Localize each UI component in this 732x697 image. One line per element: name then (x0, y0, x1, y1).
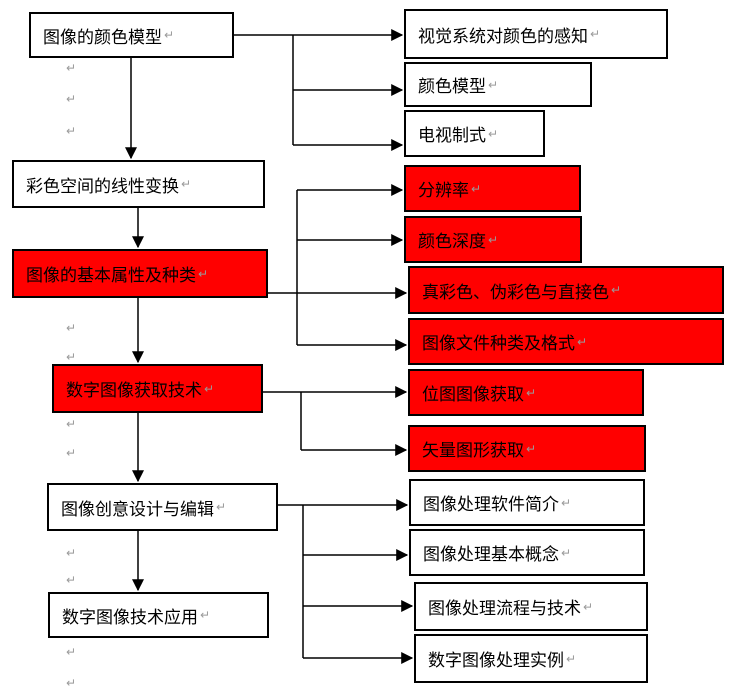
paragraph-mark-icon: ↵ (526, 385, 537, 400)
node-basic-concepts: 图像处理基本概念↵ (409, 529, 645, 576)
paragraph-mark-icon: ↵ (583, 599, 594, 614)
node-linear-transform: 彩色空间的线性变换↵ (12, 160, 265, 208)
paragraph-mark-icon: ↵ (66, 321, 77, 335)
node-image-color-model: 图像的颜色模型↵ (29, 12, 234, 58)
node-label: 矢量图形获取 (422, 441, 524, 461)
paragraph-mark-icon: ↵ (471, 181, 482, 196)
node-label: 图像文件种类及格式 (422, 334, 575, 354)
node-label: 视觉系统对颜色的感知 (418, 26, 588, 47)
node-label: 分辨率 (418, 181, 469, 201)
paragraph-mark-icon: ↵ (66, 546, 77, 560)
paragraph-mark-icon: ↵ (66, 573, 77, 587)
node-tv-system: 电视制式↵ (404, 110, 545, 157)
node-label: 图像处理软件简介 (423, 495, 559, 515)
paragraph-mark-icon: ↵ (66, 124, 77, 138)
node-design-editing: 图像创意设计与编辑↵ (47, 483, 278, 531)
node-label: 位图图像获取 (422, 385, 524, 405)
paragraph-mark-icon: ↵ (66, 676, 77, 690)
paragraph-mark-icon: ↵ (66, 350, 77, 364)
paragraph-mark-icon: ↵ (561, 545, 572, 560)
paragraph-mark-icon: ↵ (216, 500, 227, 514)
node-label: 真彩色、伪彩色与直接色 (422, 282, 609, 303)
paragraph-mark-icon: ↵ (488, 232, 499, 247)
node-software-intro: 图像处理软件简介↵ (409, 479, 645, 526)
node-label: 图像的颜色模型 (43, 27, 162, 48)
paragraph-mark-icon: ↵ (526, 441, 537, 456)
paragraph-mark-icon: ↵ (66, 446, 77, 460)
node-label: 彩色空间的线性变换 (26, 176, 179, 197)
node-label: 数字图像获取技术 (66, 381, 202, 401)
paragraph-mark-icon: ↵ (198, 266, 209, 281)
paragraph-mark-icon: ↵ (488, 77, 499, 92)
paragraph-mark-icon: ↵ (66, 417, 77, 431)
node-process-tech: 图像处理流程与技术↵ (414, 582, 648, 631)
node-label: 图像创意设计与编辑 (61, 499, 214, 520)
node-label: 图像处理流程与技术 (428, 599, 581, 619)
node-bitmap-acquisition: 位图图像获取↵ (408, 369, 644, 416)
paragraph-mark-icon: ↵ (66, 61, 77, 75)
node-color-model: 颜色模型↵ (404, 62, 592, 107)
paragraph-mark-icon: ↵ (566, 651, 577, 666)
paragraph-mark-icon: ↵ (164, 28, 175, 42)
node-color-perception: 视觉系统对颜色的感知↵ (404, 9, 668, 59)
node-true-pseudo-direct-color: 真彩色、伪彩色与直接色↵ (408, 266, 724, 314)
node-label: 图像处理基本概念 (423, 545, 559, 565)
node-label: 数字图像技术应用 (62, 607, 198, 628)
node-processing-examples: 数字图像处理实例↵ (414, 634, 648, 683)
node-acquisition-tech: 数字图像获取技术↵ (52, 364, 263, 413)
node-color-depth: 颜色深度↵ (404, 216, 582, 263)
node-basic-properties: 图像的基本属性及种类↵ (12, 249, 268, 298)
paragraph-mark-icon: ↵ (590, 27, 601, 41)
node-label: 数字图像处理实例 (428, 651, 564, 671)
node-tech-application: 数字图像技术应用↵ (48, 592, 269, 638)
node-label: 图像的基本属性及种类 (26, 266, 196, 286)
paragraph-mark-icon: ↵ (577, 334, 588, 349)
node-resolution: 分辨率↵ (404, 165, 581, 212)
node-file-formats: 图像文件种类及格式↵ (408, 318, 724, 365)
paragraph-mark-icon: ↵ (488, 126, 499, 141)
paragraph-mark-icon: ↵ (181, 177, 192, 191)
paragraph-mark-icon: ↵ (561, 495, 572, 510)
node-label: 颜色模型 (418, 77, 486, 97)
node-vector-acquisition: 矢量图形获取↵ (408, 425, 646, 472)
paragraph-mark-icon: ↵ (66, 645, 77, 659)
paragraph-mark-icon: ↵ (611, 283, 622, 297)
node-label: 颜色深度 (418, 232, 486, 252)
paragraph-mark-icon: ↵ (204, 381, 215, 396)
node-label: 电视制式 (418, 126, 486, 146)
paragraph-mark-icon: ↵ (200, 608, 211, 622)
paragraph-mark-icon: ↵ (66, 92, 77, 106)
